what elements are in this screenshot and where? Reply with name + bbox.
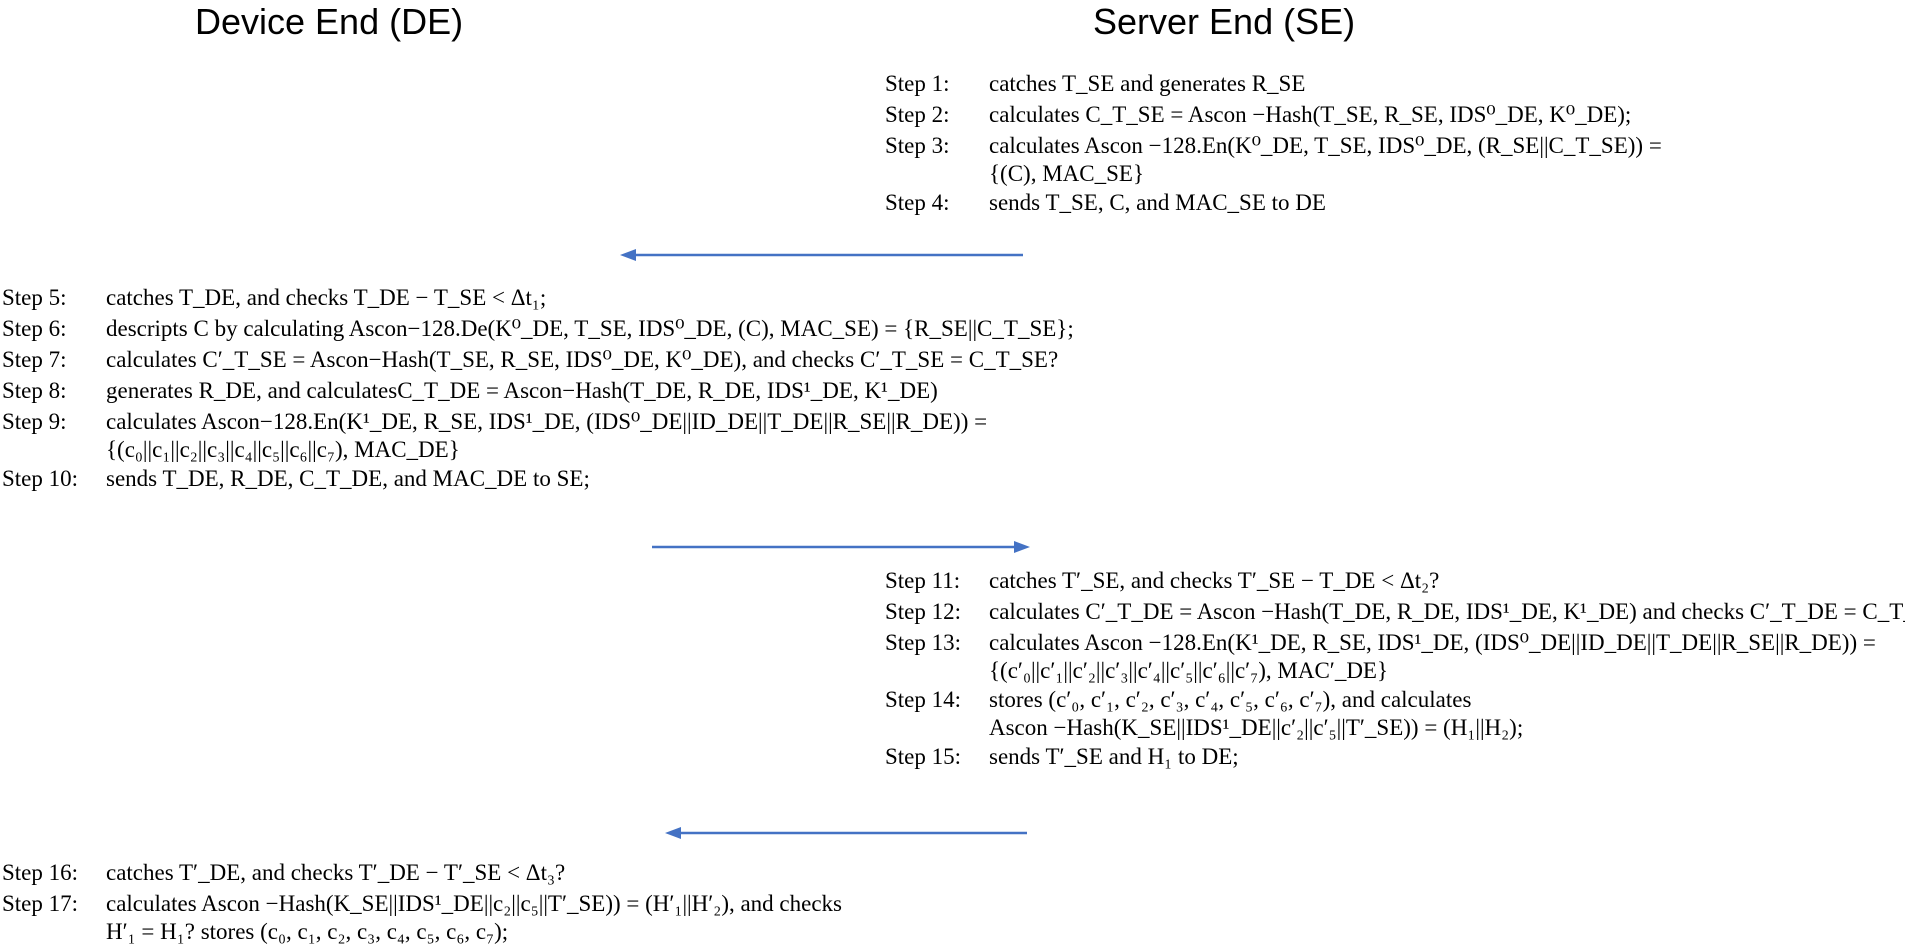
step-label: Step 13: bbox=[885, 630, 962, 655]
step-continuation-row: H′₁ = H₁? stores (c₀, c₁, c₂, c₃, c₄, c₅… bbox=[2, 919, 842, 945]
step-text: generates R_DE, and calculatesC_T_DE = A… bbox=[106, 378, 938, 403]
step-continuation-row: {(C), MAC_SE} bbox=[885, 161, 1662, 187]
device-end-header: Device End (DE) bbox=[195, 1, 464, 42]
step-label: Step 15: bbox=[885, 744, 962, 769]
step-row: Step 9: calculates Ascon−128.En(K¹_DE, R_… bbox=[2, 406, 1074, 437]
step-row: Step 10: sends T_DE, R_DE, C_T_DE, and MA… bbox=[2, 463, 1074, 494]
step-label: Step 16: bbox=[2, 860, 79, 885]
step-text: catches T_DE, and checks T_DE − T_SE < Δ… bbox=[106, 285, 547, 310]
step-text: calculates Ascon −128.En(K⁰_DE, T_SE, ID… bbox=[989, 133, 1662, 158]
step-row: Step 7: calculates C′_T_SE = Ascon−Hash(T… bbox=[2, 344, 1074, 375]
step-continuation-row: {(c₀||c₁||c₂||c₃||c₄||c₅||c₆||c₇), MAC_D… bbox=[2, 437, 1074, 463]
step-row: Step 4: sends T_SE, C, and MAC_SE to DE bbox=[885, 187, 1662, 218]
step-text: sends T′_SE and H₁ to DE; bbox=[989, 744, 1239, 769]
step-continuation-row: Ascon −Hash(K_SE||IDS¹_DE||c′₂||c′₅||T′_… bbox=[885, 715, 1905, 741]
arrow-se-to-de-2 bbox=[665, 827, 1027, 839]
server-end-header: Server End (SE) bbox=[1093, 1, 1356, 42]
step-text: catches T′_SE, and checks T′_SE − T_DE <… bbox=[989, 568, 1440, 593]
step-label: Step 12: bbox=[885, 599, 962, 624]
step-row: Step 14: stores (c′₀, c′₁, c′₂, c′₃, c′₄,… bbox=[885, 684, 1905, 715]
step-text: {(C), MAC_SE} bbox=[989, 161, 1144, 186]
step-label: Step 6: bbox=[2, 316, 67, 341]
step-row: Step 12: calculates C′_T_DE = Ascon −Hash… bbox=[885, 596, 1905, 627]
step-row: Step 6: descripts C by calculating Ascon−… bbox=[2, 313, 1074, 344]
step-label bbox=[2, 919, 106, 945]
step-label bbox=[2, 437, 106, 463]
step-label bbox=[885, 658, 989, 684]
step-text: {(c′₀||c′₁||c′₂||c′₃||c′₄||c′₅||c′₆||c′₇… bbox=[989, 658, 1389, 683]
step-text: descripts C by calculating Ascon−128.De(… bbox=[106, 316, 1074, 341]
step-row: Step 8: generates R_DE, and calculatesC_T… bbox=[2, 375, 1074, 406]
step-text: Ascon −Hash(K_SE||IDS¹_DE||c′₂||c′₅||T′_… bbox=[989, 715, 1524, 740]
step-continuation-row: {(c′₀||c′₁||c′₂||c′₃||c′₄||c′₅||c′₆||c′₇… bbox=[885, 658, 1905, 684]
step-label: Step 17: bbox=[2, 891, 79, 916]
step-label: Step 9: bbox=[2, 409, 67, 434]
step-row: Step 3: calculates Ascon −128.En(K⁰_DE, T… bbox=[885, 130, 1662, 161]
step-label bbox=[885, 161, 989, 187]
step-label: Step 7: bbox=[2, 347, 67, 372]
step-label bbox=[885, 715, 989, 741]
device-steps-block-2: Step 16: catches T′_DE, and checks T′_DE … bbox=[2, 857, 842, 945]
server-steps-block-2: Step 11: catches T′_SE, and checks T′_SE … bbox=[885, 565, 1905, 772]
step-text: calculates C′_T_SE = Ascon−Hash(T_SE, R_… bbox=[106, 347, 1059, 372]
step-text: H′₁ = H₁? stores (c₀, c₁, c₂, c₃, c₄, c₅… bbox=[106, 919, 509, 944]
step-label: Step 1: bbox=[885, 71, 950, 96]
device-steps-block-1: Step 5: catches T_DE, and checks T_DE − T… bbox=[2, 282, 1074, 494]
step-text: calculates Ascon −128.En(K¹_DE, R_SE, ID… bbox=[989, 630, 1876, 655]
step-row: Step 2: calculates C_T_SE = Ascon −Hash(T… bbox=[885, 99, 1662, 130]
step-row: Step 13: calculates Ascon −128.En(K¹_DE, … bbox=[885, 627, 1905, 658]
step-text: calculates C_T_SE = Ascon −Hash(T_SE, R_… bbox=[989, 102, 1632, 127]
step-row: Step 15: sends T′_SE and H₁ to DE; bbox=[885, 741, 1905, 772]
step-label: Step 4: bbox=[885, 190, 950, 215]
step-label: Step 10: bbox=[2, 466, 79, 491]
step-text: sends T_SE, C, and MAC_SE to DE bbox=[989, 190, 1326, 215]
step-text: catches T_SE and generates R_SE bbox=[989, 71, 1306, 96]
step-row: Step 5: catches T_DE, and checks T_DE − T… bbox=[2, 282, 1074, 313]
step-label: Step 2: bbox=[885, 102, 950, 127]
arrow-de-to-se bbox=[652, 541, 1030, 553]
step-label: Step 5: bbox=[2, 285, 67, 310]
step-row: Step 16: catches T′_DE, and checks T′_DE … bbox=[2, 857, 842, 888]
step-label: Step 11: bbox=[885, 568, 961, 593]
step-label: Step 14: bbox=[885, 687, 962, 712]
arrow-se-to-de-1 bbox=[620, 249, 1023, 261]
step-text: sends T_DE, R_DE, C_T_DE, and MAC_DE to … bbox=[106, 466, 590, 491]
step-text: stores (c′₀, c′₁, c′₂, c′₃, c′₄, c′₅, c′… bbox=[989, 687, 1472, 712]
step-text: calculates Ascon −Hash(K_SE||IDS¹_DE||c₂… bbox=[106, 891, 843, 916]
step-label: Step 8: bbox=[2, 378, 67, 403]
step-row: Step 1: catches T_SE and generates R_SE bbox=[885, 68, 1662, 99]
step-label: Step 3: bbox=[885, 133, 950, 158]
step-text: calculates C′_T_DE = Ascon −Hash(T_DE, R… bbox=[989, 599, 1905, 624]
step-row: Step 11: catches T′_SE, and checks T′_SE … bbox=[885, 565, 1905, 596]
step-text: calculates Ascon−128.En(K¹_DE, R_SE, IDS… bbox=[106, 409, 988, 434]
step-text: catches T′_DE, and checks T′_DE − T′_SE … bbox=[106, 860, 566, 885]
step-row: Step 17: calculates Ascon −Hash(K_SE||IDS… bbox=[2, 888, 842, 919]
step-text: {(c₀||c₁||c₂||c₃||c₄||c₅||c₆||c₇), MAC_D… bbox=[106, 437, 460, 462]
